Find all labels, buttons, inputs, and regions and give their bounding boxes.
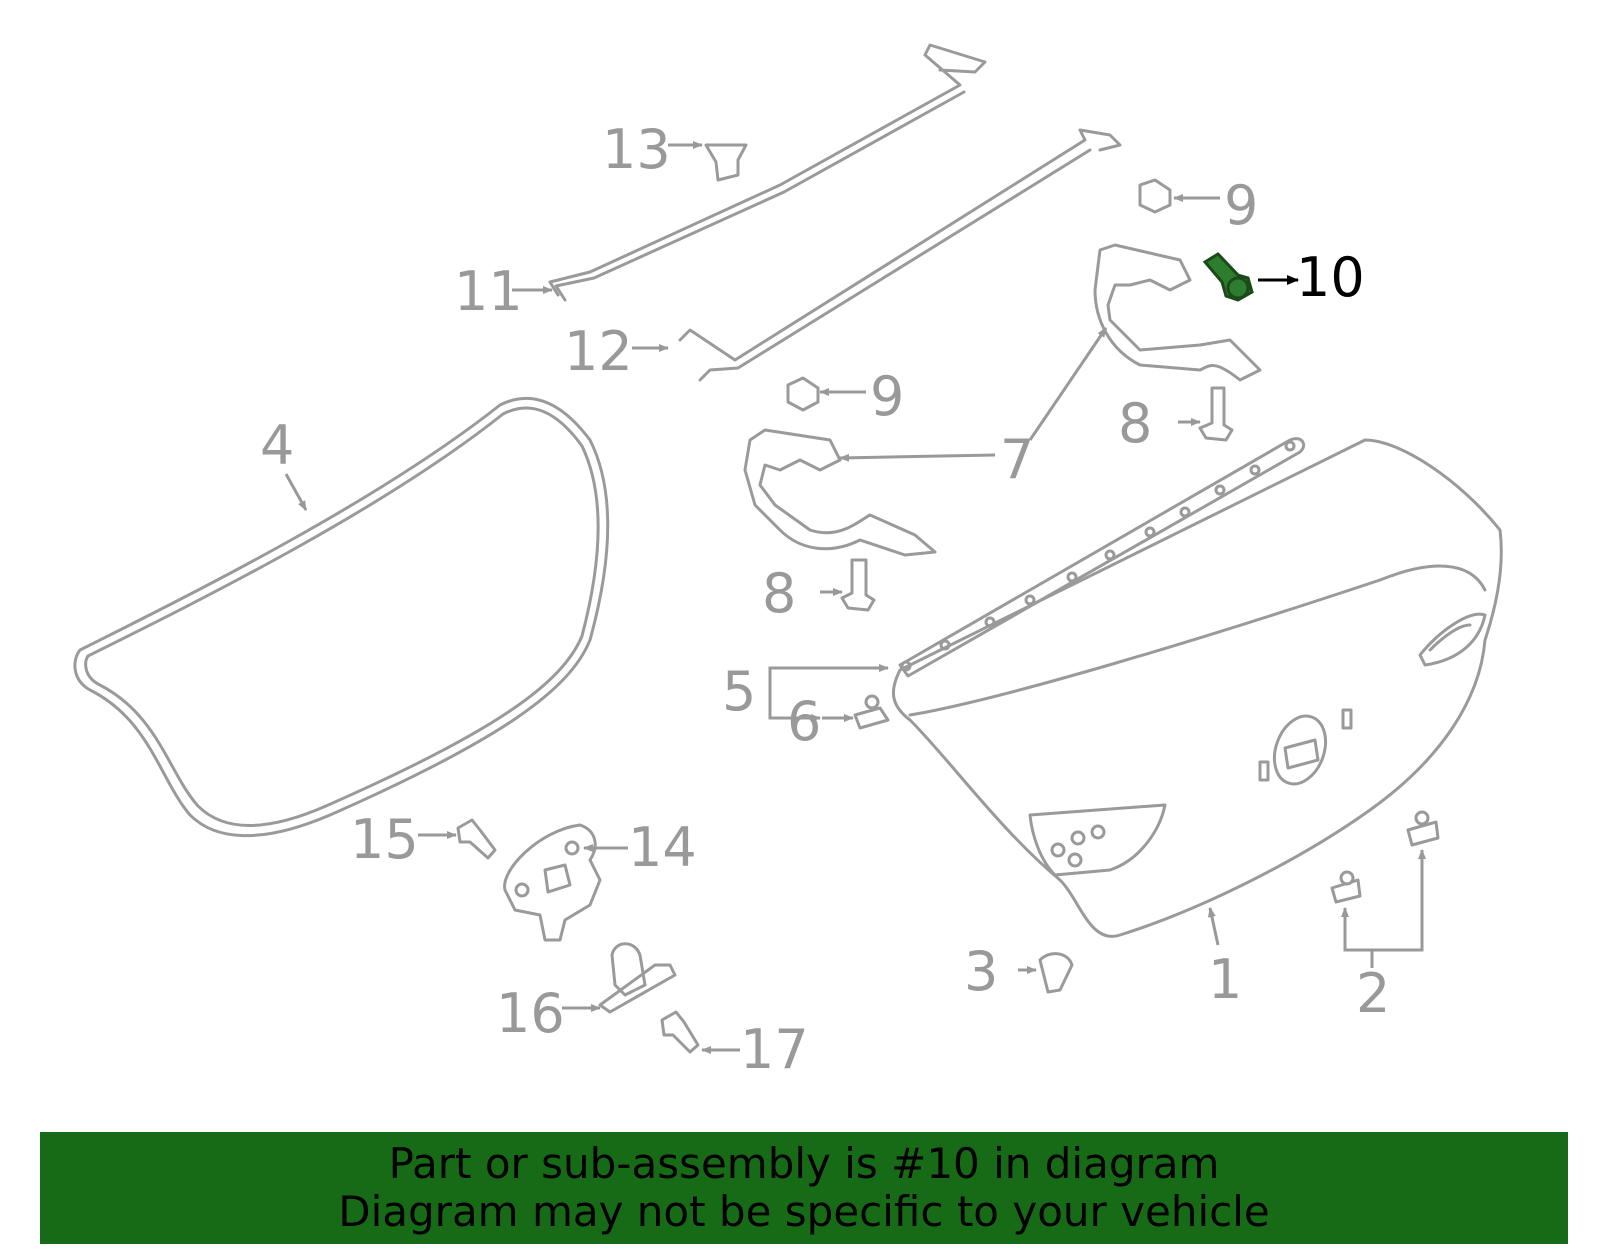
trunk-lid-part xyxy=(891,438,1503,938)
callout-6: 6 xyxy=(787,690,821,753)
callout-2: 2 xyxy=(1356,962,1390,1025)
callout-17: 17 xyxy=(740,1018,809,1081)
callout-7: 7 xyxy=(1000,428,1034,491)
banner-line-disclaimer: Diagram may not be specific to your vehi… xyxy=(338,1187,1270,1236)
parts-diagram: 1 2 3 4 5 6 7 8 8 9 9 10 11 12 13 14 15 … xyxy=(73,43,1503,1081)
callout-9-right: 9 xyxy=(1224,174,1258,237)
callout-3: 3 xyxy=(964,940,998,1003)
callout-8-left: 8 xyxy=(762,562,796,625)
info-banner: Part or sub-assembly is #10 in diagram D… xyxy=(40,1132,1568,1244)
screw-part xyxy=(456,818,700,1054)
callout-11: 11 xyxy=(454,260,523,323)
leader-lines xyxy=(284,141,1426,1054)
banner-line-part-number: Part or sub-assembly is #10 in diagram xyxy=(388,1139,1220,1188)
callout-4: 4 xyxy=(260,414,294,477)
callout-8-right: 8 xyxy=(1118,392,1152,455)
callout-12: 12 xyxy=(564,320,633,383)
weatherstrip-seal-part xyxy=(73,396,610,838)
nut-part xyxy=(786,178,1172,412)
bolt-part xyxy=(840,386,1234,612)
latch-part xyxy=(503,823,602,942)
grommet-part xyxy=(853,694,1440,994)
callout-13: 13 xyxy=(602,118,671,181)
torsion-rod-part xyxy=(548,43,1122,382)
moulding-strip-part xyxy=(898,437,1306,678)
callout-16: 16 xyxy=(496,982,565,1045)
callout-1: 1 xyxy=(1208,948,1242,1011)
callout-10: 10 xyxy=(1296,246,1365,309)
striker-part xyxy=(598,942,677,1014)
callout-5: 5 xyxy=(722,660,756,723)
callout-15: 15 xyxy=(350,808,419,871)
clip-part xyxy=(704,143,748,182)
callout-9-left: 9 xyxy=(870,365,904,428)
callout-14: 14 xyxy=(628,816,697,879)
highlighted-bolt-part xyxy=(1202,252,1254,302)
